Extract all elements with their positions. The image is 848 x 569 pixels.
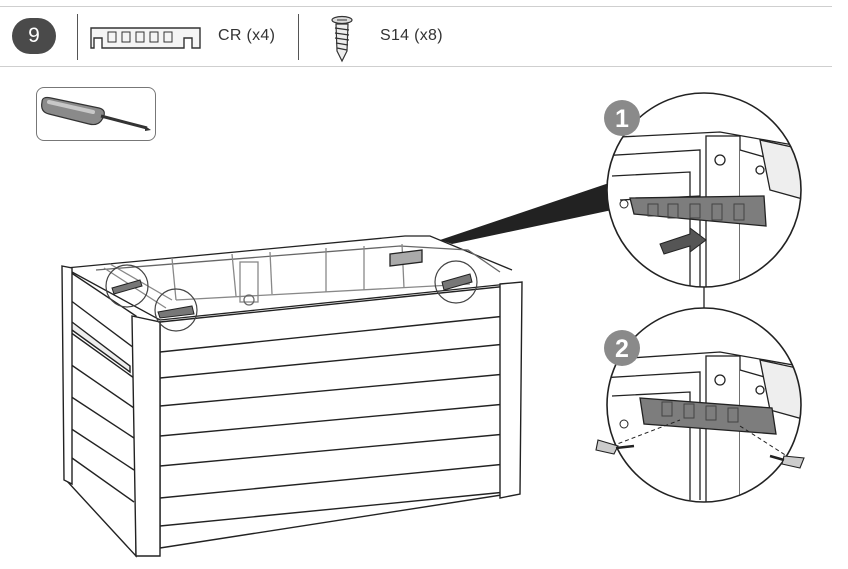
screw-icon — [769, 454, 805, 469]
corner-posts — [61, 265, 523, 557]
zoom-circle-2 — [606, 307, 802, 503]
detail-circle — [105, 264, 149, 308]
callout-number-1: 1 — [615, 105, 629, 133]
detail-circle — [154, 288, 198, 332]
box-front — [159, 285, 509, 549]
box-side — [63, 266, 137, 558]
header-bottom-rule — [0, 66, 832, 67]
callout-badge-2 — [604, 330, 640, 366]
part-label-s14: S14 (x8) — [380, 27, 443, 44]
zoom-wedge — [440, 182, 612, 244]
step-number-badge: 9 — [12, 18, 56, 54]
callout-badge-1 — [604, 100, 640, 136]
callout-number-2: 2 — [615, 335, 629, 363]
part-label-cr: CR (x4) — [218, 27, 276, 44]
header-separator — [77, 14, 78, 60]
zoom-detail-1 — [607, 93, 801, 287]
detail-circle — [434, 260, 478, 304]
screwdriver-icon — [41, 96, 151, 131]
header-separator — [298, 14, 299, 60]
tool-requirement-box — [36, 87, 156, 141]
header-top-rule — [0, 6, 832, 7]
clip-bracket-icon — [90, 27, 201, 49]
screw-icon — [595, 439, 635, 455]
screw-icon — [331, 15, 353, 63]
